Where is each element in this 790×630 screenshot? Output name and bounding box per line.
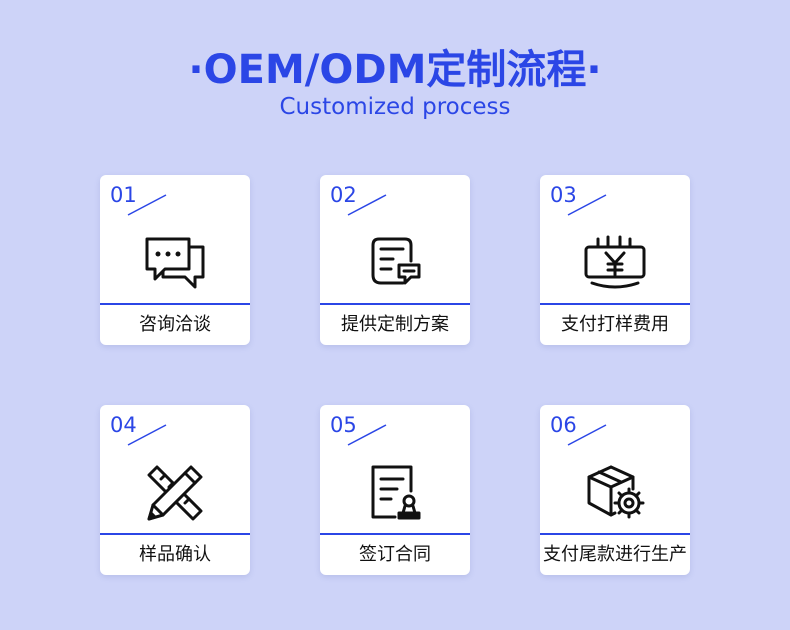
diagonal-line-decoration	[567, 194, 607, 216]
card-divider	[100, 533, 250, 535]
yuan-payment-icon	[540, 231, 690, 295]
step-card-consultation: 01 咨询洽谈	[100, 175, 250, 345]
page-subtitle: Customized process	[279, 94, 511, 120]
diagonal-line-decoration	[567, 424, 607, 446]
pencil-ruler-icon	[100, 461, 250, 525]
chat-bubbles-icon	[100, 231, 250, 295]
diagonal-line-decoration	[347, 194, 387, 216]
plan-document-icon	[320, 231, 470, 295]
step-number: 03	[550, 183, 577, 207]
card-divider	[320, 303, 470, 305]
step-number: 02	[330, 183, 357, 207]
box-gear-icon	[540, 461, 690, 525]
diagonal-line-decoration	[127, 194, 167, 216]
contract-stamp-icon	[320, 461, 470, 525]
step-label: 签订合同	[359, 544, 431, 565]
step-number: 04	[110, 413, 137, 437]
card-divider	[100, 303, 250, 305]
step-card-sample-fee: 03 支付打样费用	[540, 175, 690, 345]
step-label: 样品确认	[139, 544, 211, 565]
step-number: 01	[110, 183, 137, 207]
step-number: 05	[330, 413, 357, 437]
step-card-production: 06 支付尾款进行生产	[540, 405, 690, 575]
step-number: 06	[550, 413, 577, 437]
step-label: 提供定制方案	[341, 314, 449, 335]
card-divider	[540, 533, 690, 535]
diagonal-line-decoration	[347, 424, 387, 446]
step-label: 支付尾款进行生产	[543, 544, 687, 565]
card-divider	[320, 533, 470, 535]
card-divider	[540, 303, 690, 305]
step-label: 咨询洽谈	[139, 314, 211, 335]
step-card-sample-confirm: 04 样品确认	[100, 405, 250, 575]
step-card-contract: 05 签订合同	[320, 405, 470, 575]
step-card-plan: 02 提供定制方案	[320, 175, 470, 345]
diagonal-line-decoration	[127, 424, 167, 446]
page-title: ·OEM/ODM定制流程·	[188, 47, 602, 93]
step-label: 支付打样费用	[561, 314, 669, 335]
